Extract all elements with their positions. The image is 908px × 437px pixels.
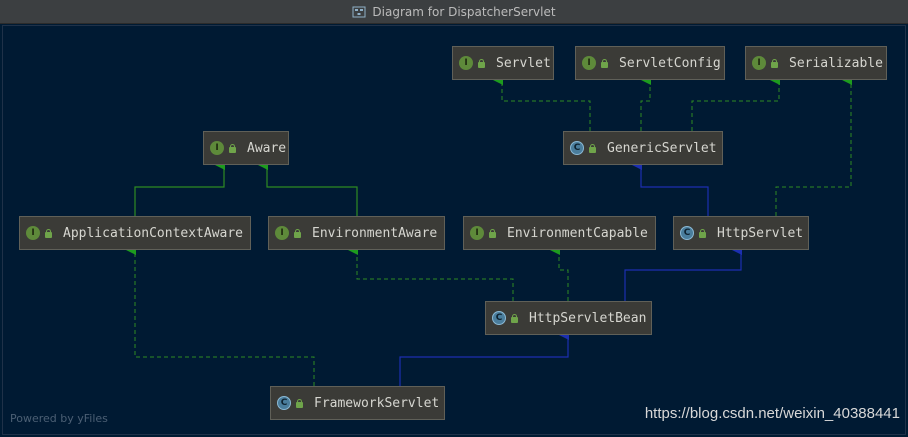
node-label: Aware (247, 140, 287, 156)
node-label: Serializable (789, 55, 883, 71)
public-lock-icon (588, 143, 597, 153)
edge-httpservletbean-envaware (348, 245, 514, 301)
node-label: EnvironmentCapable (507, 225, 648, 241)
interface-icon: I (26, 226, 40, 240)
edge-envaware-aware (258, 160, 358, 216)
node-genericservlet[interactable]: C GenericServlet (563, 131, 723, 165)
node-label: Servlet (496, 55, 551, 71)
node-httpservletbean[interactable]: C HttpServletBean (485, 301, 652, 335)
interface-icon: I (459, 56, 473, 70)
interface-icon: I (752, 56, 766, 70)
interface-icon: I (210, 141, 224, 155)
watermark: https://blog.csdn.net/weixin_40388441 (644, 405, 900, 422)
title-bar: Diagram for DispatcherServlet (0, 0, 908, 24)
public-lock-icon (510, 313, 519, 323)
node-servlet[interactable]: I Servlet (452, 46, 554, 80)
node-environmentaware[interactable]: I EnvironmentAware (268, 216, 445, 250)
node-label: ServletConfig (619, 55, 721, 71)
edge-httpservlet-genericservlet (632, 160, 709, 216)
public-lock-icon (477, 58, 486, 68)
public-lock-icon (228, 143, 237, 153)
interface-icon: I (470, 226, 484, 240)
class-icon: C (570, 141, 584, 155)
node-applicationcontextaware[interactable]: I ApplicationContextAware (19, 216, 251, 250)
node-label: EnvironmentAware (312, 225, 438, 241)
node-frameworkservlet[interactable]: C FrameworkServlet (270, 386, 445, 420)
interface-icon: I (275, 226, 289, 240)
interface-icon: I (582, 56, 596, 70)
edge-genericservlet-servlet (493, 75, 591, 131)
node-label: GenericServlet (607, 140, 717, 156)
node-label: HttpServlet (717, 225, 804, 241)
edge-genericservlet-servletconfig (640, 75, 651, 131)
public-lock-icon (698, 228, 707, 238)
node-label: ApplicationContextAware (63, 225, 244, 241)
node-serializable[interactable]: I Serializable (745, 46, 887, 80)
window-title: Diagram for DispatcherServlet (372, 4, 556, 19)
edge-genericservlet-serializable (691, 75, 780, 131)
class-icon: C (680, 226, 694, 240)
node-servletconfig[interactable]: I ServletConfig (575, 46, 725, 80)
public-lock-icon (770, 58, 779, 68)
public-lock-icon (295, 398, 304, 408)
diagram-icon (352, 6, 366, 18)
class-icon: C (277, 396, 291, 410)
edge-frameworkservlet-httpservletbean (399, 330, 569, 386)
node-environmentcapable[interactable]: I EnvironmentCapable (463, 216, 656, 250)
node-httpservlet[interactable]: C HttpServlet (673, 216, 809, 250)
public-lock-icon (293, 228, 302, 238)
edge-httpservletbean-httpservlet (624, 245, 742, 301)
class-icon: C (492, 311, 506, 325)
node-label: HttpServletBean (529, 310, 647, 326)
edge-httpservlet-serializable (775, 75, 852, 216)
node-label: FrameworkServlet (314, 395, 440, 411)
public-lock-icon (488, 228, 497, 238)
public-lock-icon (44, 228, 53, 238)
public-lock-icon (600, 58, 609, 68)
powered-by-label: Powered by yFiles (10, 412, 108, 425)
edge-appctxaware-aware (134, 160, 225, 216)
node-aware[interactable]: I Aware (203, 131, 289, 165)
edge-frameworkservlet-appctxaware (126, 245, 315, 386)
edge-httpservletbean-envcapable (550, 245, 569, 301)
